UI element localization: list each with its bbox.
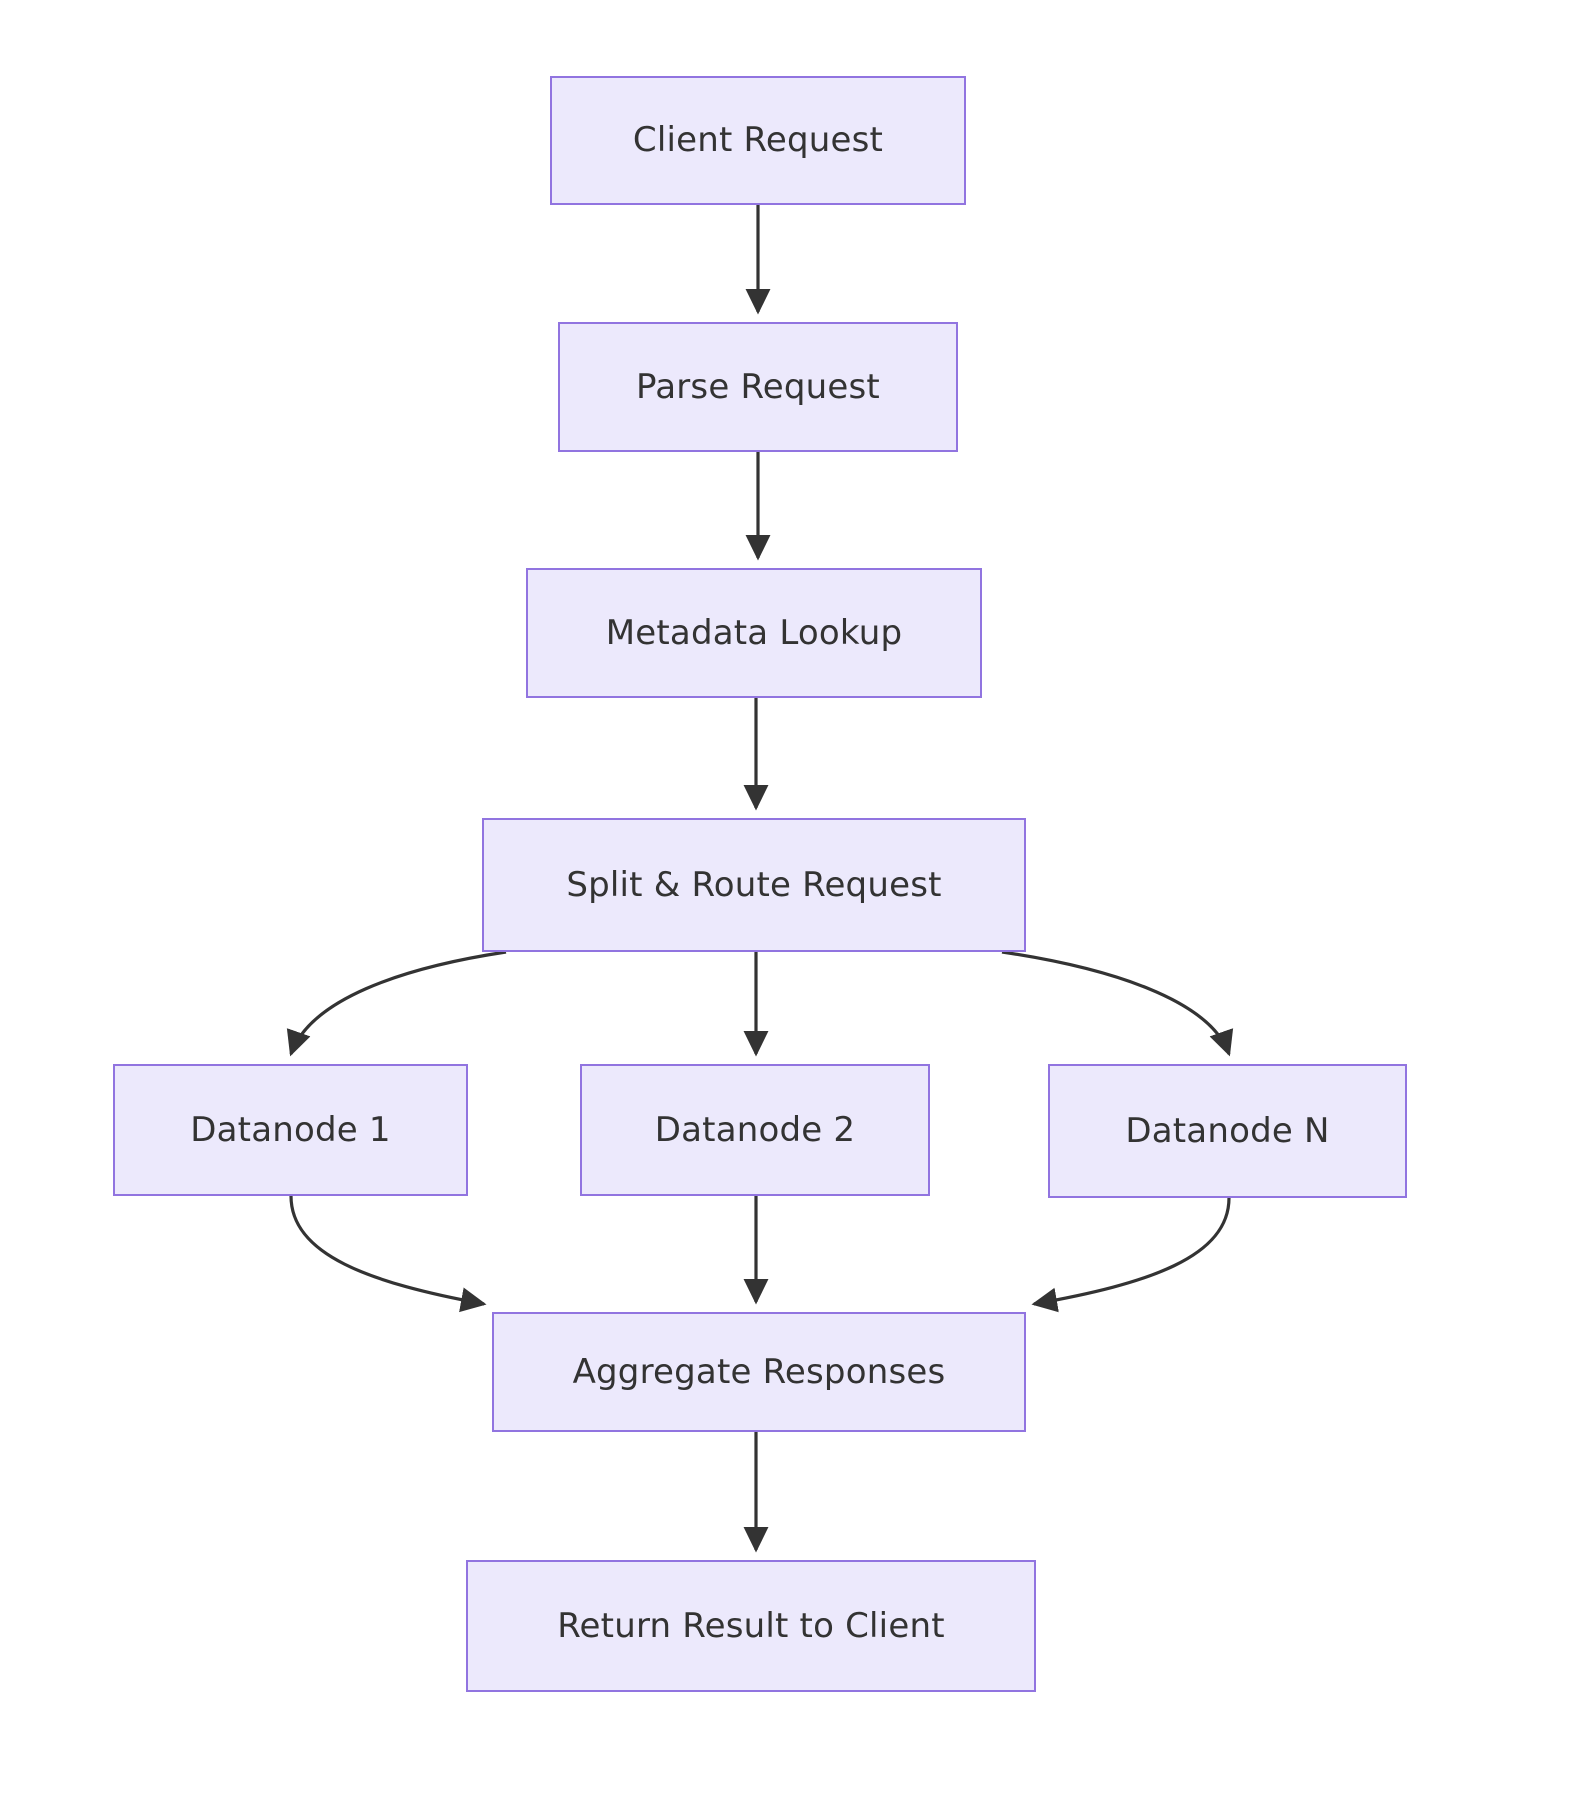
node-label-datanode-2: Datanode 2: [654, 1109, 856, 1150]
edge-split-route-to-datanode-1: [286, 950, 507, 1057]
node-datanode-n[interactable]: Datanode N: [1048, 1064, 1407, 1198]
node-return-result-to-client[interactable]: Return Result to Client: [466, 1560, 1036, 1692]
edge-datanode-n-to-aggregate: [1031, 1197, 1231, 1313]
node-datanode-1[interactable]: Datanode 1: [113, 1064, 468, 1196]
node-label-datanode-1: Datanode 1: [190, 1109, 391, 1150]
node-label-metadata-lookup: Metadata Lookup: [605, 612, 903, 653]
node-datanode-2[interactable]: Datanode 2: [580, 1064, 930, 1196]
node-label-return-result-to-client: Return Result to Client: [557, 1605, 945, 1646]
node-label-aggregate-responses: Aggregate Responses: [572, 1351, 946, 1392]
node-label-client-request: Client Request: [632, 120, 884, 161]
edge-split-route-to-datanode-n: [1001, 950, 1234, 1057]
node-parse-request[interactable]: Parse Request: [558, 322, 958, 452]
edge-datanode-1-to-aggregate: [289, 1195, 487, 1313]
node-label-parse-request: Parse Request: [636, 366, 880, 407]
node-label-split-route-request: Split & Route Request: [566, 864, 942, 905]
node-label-datanode-n: Datanode N: [1125, 1110, 1330, 1151]
node-client-request[interactable]: Client Request: [550, 76, 966, 205]
node-metadata-lookup[interactable]: Metadata Lookup: [526, 568, 982, 698]
node-aggregate-responses[interactable]: Aggregate Responses: [492, 1312, 1026, 1432]
node-split-route-request[interactable]: Split & Route Request: [482, 818, 1026, 952]
